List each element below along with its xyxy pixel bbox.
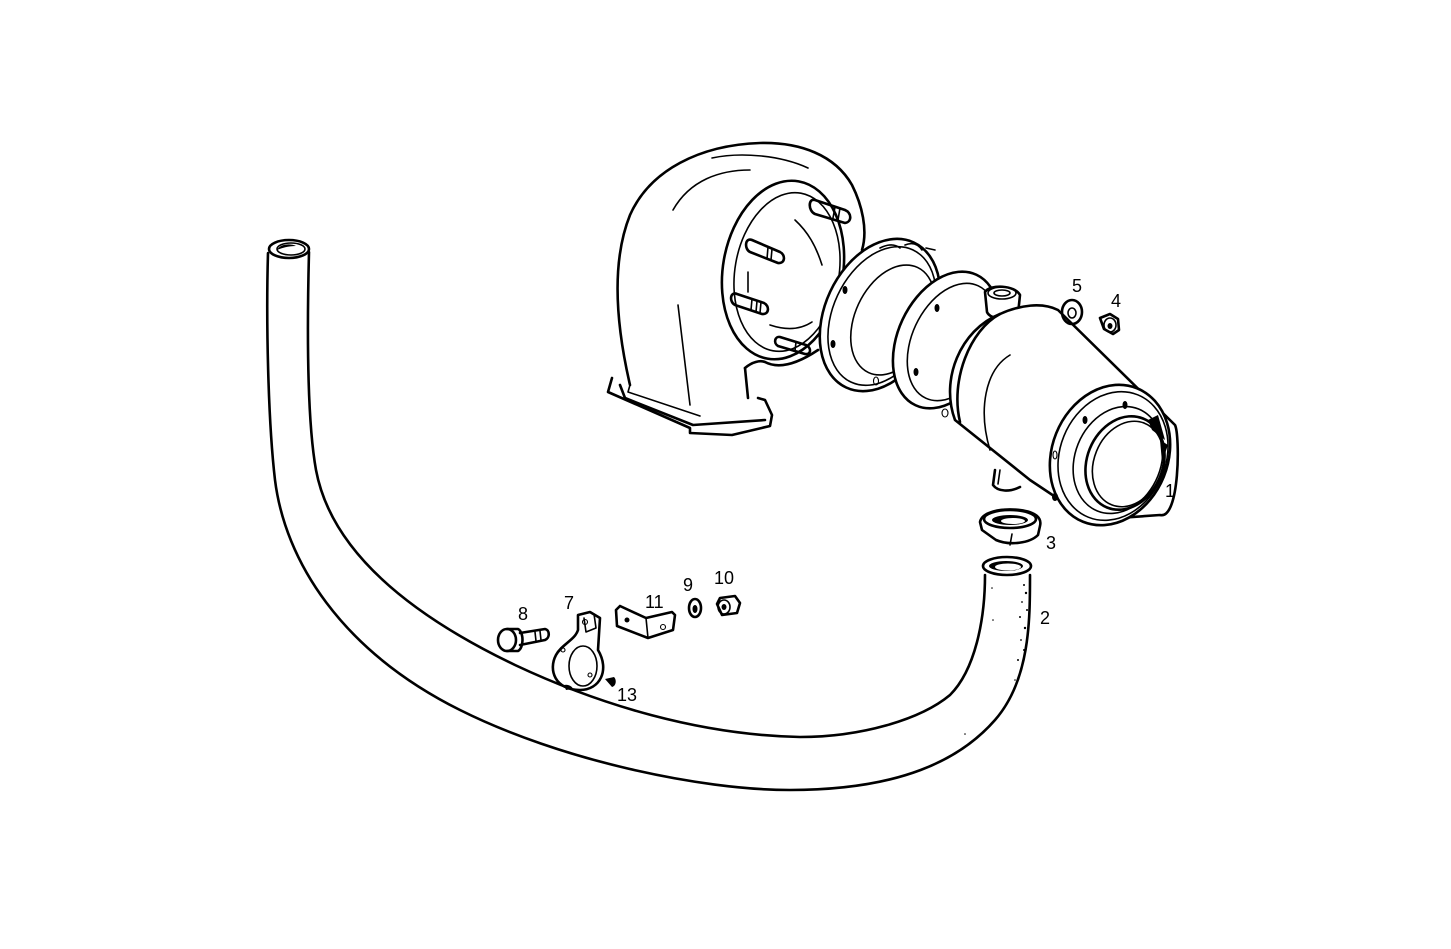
bolt: [496, 627, 551, 653]
hose-nut: [978, 508, 1042, 546]
callout-1: 1: [1165, 481, 1176, 501]
nut-small: [715, 594, 742, 617]
callout-4: 4: [1111, 291, 1122, 311]
callout-3: 3: [1046, 533, 1057, 553]
callout-7: 7: [564, 593, 575, 613]
washer-small: [687, 597, 703, 619]
callout-8: 8: [518, 604, 529, 624]
stud-icon: [729, 292, 770, 316]
stud-icon: [744, 238, 786, 265]
stud-icon: [773, 335, 812, 356]
callout-13: 13: [617, 685, 638, 705]
washer-large: [1060, 298, 1084, 326]
nut-large: [1098, 312, 1121, 336]
silencer-body: [891, 270, 1180, 527]
bracket: [614, 604, 677, 640]
clamp: [551, 610, 605, 692]
hose-main: [265, 238, 1033, 792]
callout-10: 10: [714, 568, 735, 588]
callout-5: 5: [1072, 276, 1083, 296]
turbo-housing: [606, 141, 866, 437]
stud-icon: [808, 198, 852, 225]
callout-2: 2: [1040, 608, 1051, 628]
rivet: [605, 677, 616, 687]
callout-11: 11: [645, 592, 664, 612]
callout-9: 9: [683, 575, 694, 595]
